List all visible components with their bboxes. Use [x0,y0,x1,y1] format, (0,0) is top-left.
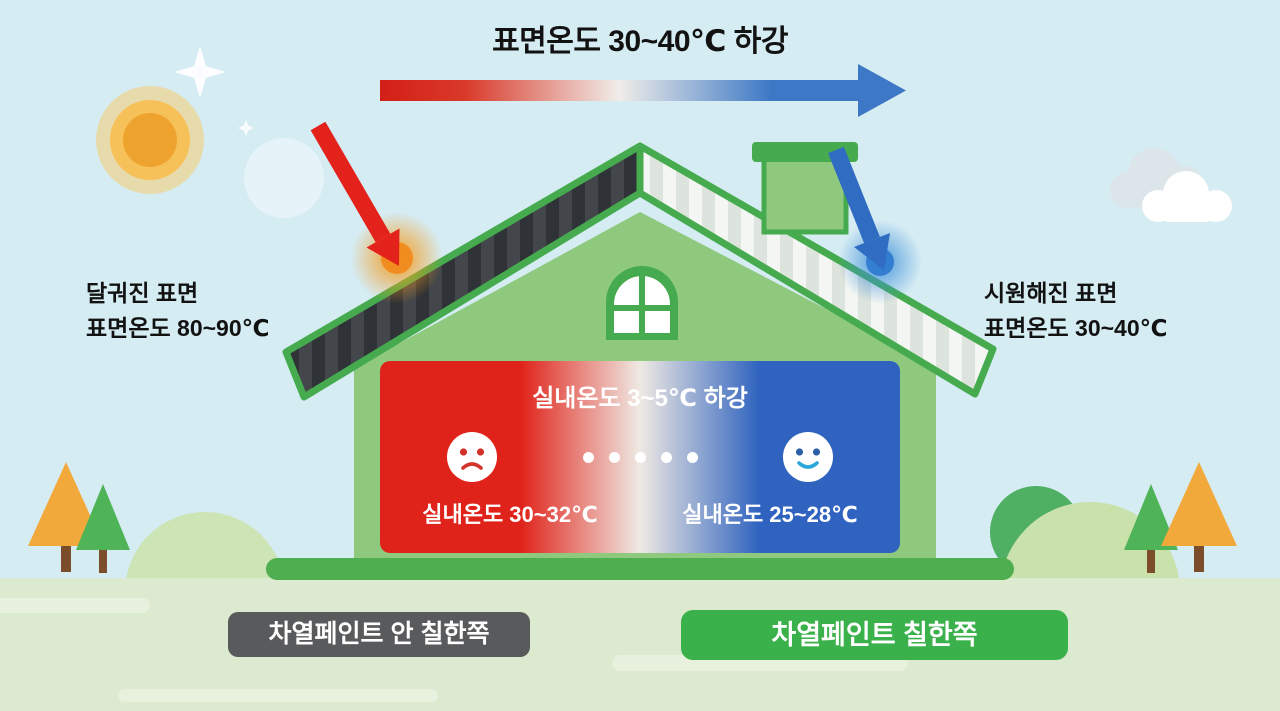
sparkle-icon [174,46,226,98]
ground [0,578,1280,711]
indoor-temp-title: 실내온도 3~5℃ 하강 [532,385,748,412]
dot [686,451,698,463]
unpainted-surface-label-line1: 달궈진 표면 [86,280,199,306]
dot [660,451,672,463]
badge-unpainted: 차열페인트 안 칠한쪽 [228,612,530,657]
sun-icon [96,46,324,218]
chimney [752,142,858,235]
cool-arrow-icon [828,146,922,304]
tree-right-green-icon [1124,484,1178,573]
badge-painted: 차열페인트 칠한쪽 [681,610,1068,660]
sad-face-icon [447,432,497,482]
dot [582,451,594,463]
house-base [266,558,1014,580]
unpainted-surface-label-line2: 표면온도 80~90℃ [86,314,270,341]
happy-face-icon [783,432,833,482]
tree-left-orange-icon [28,462,104,572]
painted-surface-label-line1: 시원해진 표면 [984,280,1118,306]
dot [634,451,646,463]
tree-left-green-icon [76,484,130,573]
transition-dots [582,451,698,463]
hot-arrow-icon [310,121,443,304]
painted-surface-label-line2: 표면온도 30~40℃ [984,314,1168,341]
painted-surface-label: 시원해진 표면 표면온도 30~40℃ [984,276,1167,345]
dot [608,451,620,463]
tree-right-orange-icon [1161,462,1237,572]
indoor-temperature-panel: 실내온도 3~5℃ 하강 실내온도 30 [380,361,900,553]
window-icon [606,266,678,340]
unpainted-surface-label: 달궈진 표면 표면온도 80~90℃ [86,276,269,345]
sparkle-small-icon [238,120,254,136]
indoor-temp-cool: 실내온도 25~28℃ [682,502,858,527]
main-title: 표면온도 30~40℃ 하강 [492,25,788,58]
cloud-icon [1110,148,1232,222]
temperature-gradient-arrow-icon [380,64,906,117]
indoor-temp-hot: 실내온도 30~32℃ [422,502,598,527]
